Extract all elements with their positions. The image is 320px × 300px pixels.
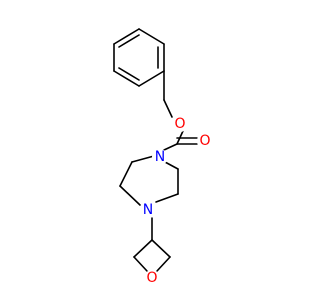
bond-n1-c2	[131, 155, 155, 163]
bond-ox-c2-o	[133, 256, 148, 272]
structure-canvas: O O N N O	[113, 28, 213, 286]
bond-ring-1	[138, 28, 165, 45]
bond-c2-c3	[119, 161, 133, 187]
bond-ch2-ester-o	[163, 99, 173, 118]
oxetanyl-nitrogen-bg	[140, 202, 156, 218]
ester-oxygen-bg	[172, 116, 188, 132]
bond-carbonyl-c-n	[163, 143, 178, 151]
bond-ox-c4-c1	[151, 239, 171, 258]
bond-ox-o-c4	[156, 256, 171, 272]
carbamate-nitrogen-label: N	[155, 149, 165, 165]
oxetane-ring	[133, 239, 171, 272]
bond-c3-c4	[119, 185, 141, 206]
ester-oxygen-label: O	[174, 116, 185, 132]
oxetane-oxygen-label: O	[146, 270, 157, 286]
oxetane-oxygen-bg	[144, 270, 160, 286]
bond-n4-c5	[155, 193, 179, 203]
carbonyl-oxygen-label: O	[199, 133, 210, 149]
ring-double-bond-3	[118, 34, 140, 48]
bond-c6-n1	[164, 161, 179, 170]
benzyl-diazepane-carboxylate-structure: O O N N O	[113, 28, 213, 286]
bond-ox-c1-c2	[133, 239, 153, 258]
bond-ring-3	[138, 70, 165, 87]
carbonyl-oxygen-bg	[197, 133, 213, 149]
bond-ring-4	[113, 70, 140, 87]
diazepane-ring	[119, 155, 179, 206]
ring-double-bond-2	[118, 67, 140, 81]
oxetanyl-nitrogen-label: N	[143, 202, 153, 218]
carbamate-nitrogen-bg	[152, 149, 168, 165]
benzene-ring	[113, 28, 165, 87]
bond-ring-6	[113, 28, 140, 45]
